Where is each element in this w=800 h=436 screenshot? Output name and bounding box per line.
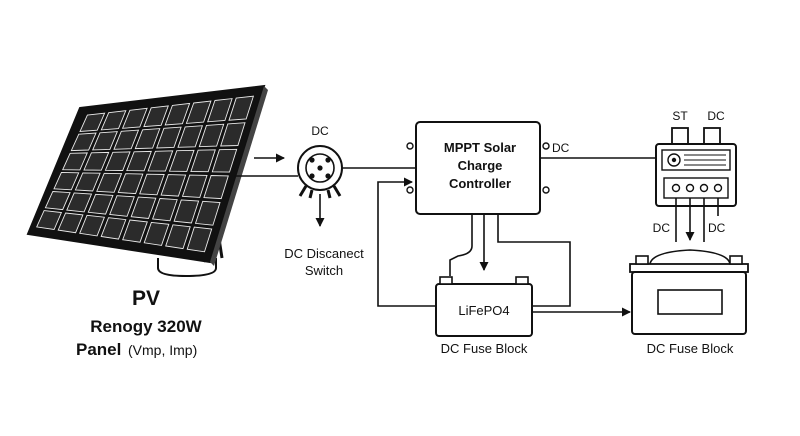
panel-cell — [79, 112, 106, 133]
panel-cell — [96, 172, 123, 193]
panel-cell — [147, 150, 174, 172]
panel-cell — [87, 193, 114, 215]
switch-panel-dc-label: DC — [707, 109, 725, 123]
panel-cell — [185, 100, 212, 124]
panel-cell — [168, 149, 195, 172]
switch-panel — [655, 127, 737, 207]
panel-cell — [220, 122, 246, 147]
panel-model: Renogy 320W — [90, 317, 202, 336]
panel-cell — [160, 174, 187, 197]
panel-cell — [134, 128, 161, 150]
panel-cell — [181, 174, 208, 198]
controller-line2: Charge — [458, 158, 503, 173]
switch-panel-st-label: ST — [672, 109, 688, 123]
panel-cell — [211, 148, 238, 173]
controller-right-return — [497, 214, 571, 307]
panel-cell — [165, 224, 191, 250]
left-fuse-inner-label: LiFePO4 — [458, 303, 509, 318]
panel-cell — [143, 221, 170, 246]
switch-name-line1: DC Discanect — [284, 246, 364, 261]
switch-panel-bottom-right-label: DC — [708, 221, 726, 235]
panel-cell — [57, 212, 84, 234]
panel-cell — [100, 217, 127, 240]
mppt-controller — [406, 121, 550, 215]
panel-cell — [186, 226, 213, 253]
panel-cell — [122, 219, 148, 243]
panel-cell — [104, 151, 131, 171]
solar-panel-illustration — [26, 84, 268, 278]
panel-cell — [177, 125, 204, 148]
panel-cell — [92, 131, 118, 151]
right-fuse-caption: DC Fuse Block — [647, 341, 734, 356]
panel-cell — [139, 173, 165, 196]
panel-cell — [109, 195, 135, 217]
panel-cell — [156, 126, 182, 149]
panel-title: PV — [132, 287, 160, 310]
panel-cell — [36, 210, 63, 230]
panel-detail: (Vmp, Imp) — [128, 342, 197, 358]
controller-line3: Controller — [449, 176, 511, 191]
left-fuse-block — [435, 276, 533, 337]
panel-cell — [207, 98, 233, 123]
switch-top-label: DC — [311, 124, 329, 138]
panel-cell — [83, 151, 110, 171]
right-fuse-block — [629, 249, 749, 335]
panel-cell — [130, 196, 157, 219]
dc-disconnect-switch — [297, 145, 343, 199]
controller-output-label: DC — [552, 141, 570, 155]
left-fuse-caption: DC Fuse Block — [441, 341, 528, 356]
panel-word: Panel — [76, 340, 121, 359]
controller-battery-lead — [449, 214, 473, 276]
controller-line1: MPPT Solar — [444, 140, 516, 155]
battery-return-wire — [377, 177, 436, 307]
panel-cell — [203, 175, 229, 200]
panel-cell — [79, 214, 106, 237]
panel-cell — [62, 152, 88, 171]
panel-cell — [143, 105, 169, 128]
panel-cell — [173, 199, 200, 224]
switch-name-line2: Switch — [305, 263, 343, 278]
panel-cell — [228, 95, 255, 121]
switch-panel-bottom-left-label: DC — [653, 221, 671, 235]
panel-cell — [100, 110, 127, 131]
panel-cell — [113, 129, 140, 150]
panel-cell — [198, 123, 225, 148]
panel-cell — [74, 172, 101, 192]
panel-cell — [126, 150, 152, 172]
panel-cells — [36, 95, 255, 253]
panel-cell — [117, 173, 144, 195]
panel-cell — [66, 192, 93, 213]
panel-cell — [70, 132, 97, 152]
panel-cell — [164, 102, 191, 126]
panel-cell — [44, 191, 71, 211]
panel-cell — [121, 107, 148, 129]
panel-cell — [53, 171, 80, 191]
panel-cell — [151, 198, 178, 222]
panel-cell — [194, 200, 221, 226]
panel-cell — [190, 149, 216, 173]
